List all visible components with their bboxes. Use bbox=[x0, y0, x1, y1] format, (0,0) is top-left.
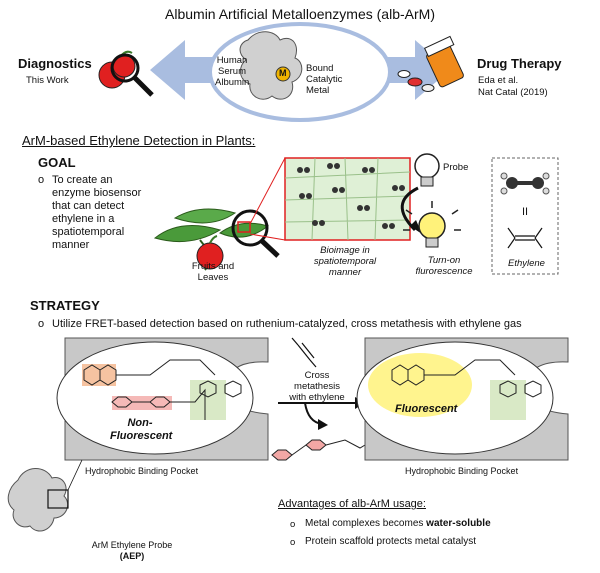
metal-label-1: Bound bbox=[306, 63, 334, 74]
catalyst-highlight-right bbox=[490, 380, 526, 420]
advantages-bullet-1: o bbox=[290, 519, 296, 530]
goal-text: To create an enzyme biosensor that can d… bbox=[52, 174, 162, 252]
cross-label-3: with ethylene bbox=[289, 392, 345, 403]
protein-label-1: Human bbox=[216, 55, 248, 66]
apple-icon bbox=[196, 235, 224, 270]
metal-label-2: Catalytic bbox=[306, 74, 343, 85]
protein-label-2: Serum bbox=[218, 66, 246, 77]
non-fluorescent-label: Non- Fluorescent bbox=[110, 417, 173, 443]
advantages-bullet-2: o bbox=[290, 537, 296, 548]
fruits-label: Fruits and Leaves bbox=[183, 261, 243, 283]
goal-bullet: o bbox=[38, 174, 45, 186]
protein-label: Human Serum Albumin bbox=[215, 55, 249, 88]
apple-icon-left bbox=[98, 50, 136, 89]
bioimage-label-1: Bioimage in bbox=[320, 245, 370, 256]
drug-therapy-sub1: Eda et al. bbox=[478, 75, 519, 86]
probe-abbr: (AEP) bbox=[119, 551, 145, 561]
goal-line: enzyme biosensor bbox=[52, 187, 142, 199]
probe-name-label: ArM Ethylene Probe (AEP) bbox=[77, 540, 187, 562]
ethylene-structure-icon bbox=[507, 227, 543, 249]
coumarin-highlight bbox=[82, 364, 116, 386]
strategy-bullet: o bbox=[38, 318, 45, 330]
plant-icon bbox=[153, 208, 270, 271]
catalyst-highlight bbox=[190, 380, 226, 420]
goal-line: ethylene in a bbox=[52, 213, 115, 225]
turnon-label-1: Turn-on bbox=[427, 255, 461, 266]
ethylene-reagent-icon bbox=[291, 337, 317, 368]
turnon-label-2: flurorescence bbox=[415, 266, 473, 277]
pill-bottle-icon bbox=[397, 35, 464, 92]
goal-line: manner bbox=[52, 239, 90, 251]
probe-structure-left bbox=[83, 359, 242, 420]
pocket-right-label: Hydrophobic Binding Pocket bbox=[405, 466, 519, 476]
fruits-label-1: Fruits and bbox=[191, 261, 235, 272]
metal-circle bbox=[275, 66, 291, 82]
bioimage-label-2: spatiotemporal bbox=[313, 256, 377, 267]
bulb-on-icon bbox=[403, 201, 461, 248]
page-title: Albumin Artificial Metalloenzymes (alb-A… bbox=[165, 6, 435, 22]
magnifier-icon bbox=[231, 209, 280, 258]
pocket-left-label: Hydrophobic Binding Pocket bbox=[85, 466, 199, 476]
ethylene-box bbox=[491, 157, 559, 275]
goal-graphics bbox=[153, 153, 559, 275]
albumin-protein bbox=[239, 31, 303, 100]
goal-heading: GOAL bbox=[38, 155, 76, 170]
magnifier-icon-left bbox=[110, 53, 154, 97]
fruits-label-2: Leaves bbox=[197, 272, 229, 283]
zoom-box bbox=[47, 489, 69, 509]
strategy-graphics bbox=[7, 337, 569, 532]
drug-therapy-heading: Drug Therapy bbox=[477, 56, 562, 71]
metal-symbol: M bbox=[279, 68, 287, 78]
equals-sign: II bbox=[522, 206, 529, 218]
metal-label-3: Metal bbox=[306, 85, 330, 96]
probe-protein-icon bbox=[7, 468, 69, 532]
advantage-item-1-bold: water-soluble bbox=[426, 518, 491, 529]
goal-line: that can detect bbox=[52, 200, 125, 212]
diagnostics-sub: This Work bbox=[26, 75, 69, 86]
advantage-item-2: Protein scaffold protects metal catalyst bbox=[305, 536, 477, 547]
advantage-item-1: Metal complexes becomes water-soluble bbox=[305, 518, 491, 529]
protein-label-3: Albumin bbox=[215, 77, 250, 88]
header-graphics bbox=[98, 22, 464, 122]
probe-name: ArM Ethylene Probe bbox=[91, 540, 173, 550]
bioimage-label: Bioimage in spatiotemporal manner bbox=[300, 245, 390, 278]
turnon-label: Turn-on flurorescence bbox=[404, 255, 484, 277]
cross-metathesis-label: Cross metathesis with ethylene bbox=[272, 370, 362, 403]
bioimage-label-3: manner bbox=[328, 267, 362, 278]
strategy-text: Utilize FRET-based detection based on ru… bbox=[52, 318, 522, 330]
azo-highlight bbox=[112, 396, 172, 410]
drug-therapy-sub2: Nat Catal (2019) bbox=[478, 87, 548, 98]
bioimage-panel bbox=[249, 157, 411, 241]
advantage-item-1-text: Metal complexes becomes bbox=[305, 518, 427, 529]
non-fluorescent-label-2: Fluorescent bbox=[110, 430, 173, 442]
ethylene-model-icon bbox=[500, 172, 550, 195]
advantages-heading: Advantages of alb-ArM usage: bbox=[278, 498, 426, 510]
non-fluorescent-label-1: Non- bbox=[127, 417, 153, 429]
fluorescent-label: Fluorescent bbox=[395, 403, 458, 415]
cross-label-1: Cross bbox=[304, 370, 330, 381]
goal-line: To create an bbox=[52, 174, 113, 186]
byproduct-structure bbox=[271, 439, 371, 461]
diagnostics-heading: Diagnostics bbox=[18, 56, 92, 71]
section-heading: ArM-based Ethylene Detection in Plants: bbox=[22, 133, 256, 148]
ethylene-label: Ethylene bbox=[508, 258, 545, 269]
goal-line: spatiotemporal bbox=[52, 226, 125, 238]
probe-structure-right bbox=[391, 359, 542, 398]
probe-label: Probe bbox=[443, 162, 469, 173]
strategy-heading: STRATEGY bbox=[30, 298, 100, 313]
metal-label: Bound Catalytic Metal bbox=[306, 63, 342, 96]
cross-label-2: metathesis bbox=[294, 381, 340, 392]
bulb-off-icon bbox=[414, 153, 440, 187]
